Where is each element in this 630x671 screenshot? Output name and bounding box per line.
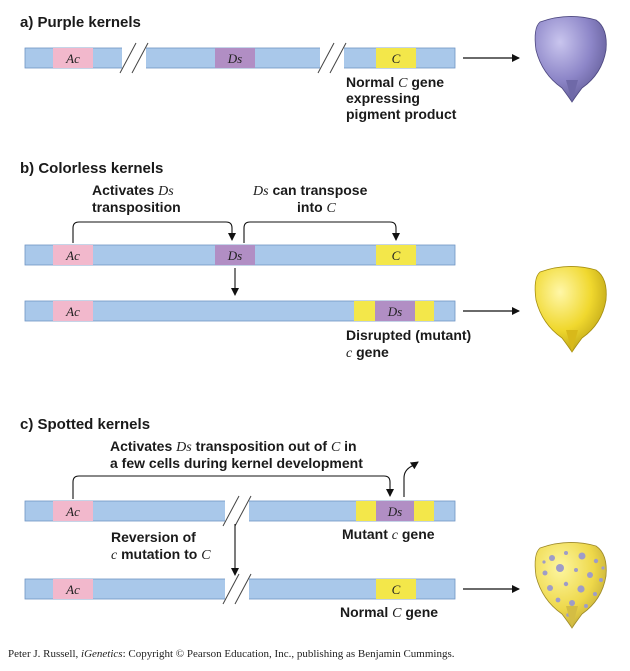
c-label: C [392,582,401,597]
ac-label: Ac [65,582,80,597]
break-gap [122,45,146,71]
expressing-text: expressing [346,90,420,106]
break-mark [222,495,240,527]
few-cells-text: a few cells during kernel development [110,455,363,471]
c-gene [376,245,416,265]
c-gene [376,48,416,68]
transposition-text: transposition [92,199,181,215]
panel-b: b) Colorless kernels Activates Ds transp… [20,160,607,361]
ac-label: Ac [65,304,80,319]
break-mark [234,573,252,605]
dna-strand-b2: Ac Ds [24,300,456,322]
c-label: C [392,51,401,66]
break-gap [320,45,344,71]
ac-label: Ac [65,504,80,519]
mutant-c-text: Mutant c gene [342,526,435,543]
ds-label: Ds [227,248,242,263]
ds-element [215,245,255,265]
dna-strand-c1: Ac Ds [24,495,456,527]
ds-label: Ds [387,304,402,319]
normal-c-gene-text: Normal C gene [340,604,438,621]
ds-can-transpose-text: Ds can transpose [252,182,368,199]
ac-label: Ac [65,248,80,263]
ds-element [375,301,415,321]
activates-out-text: Activates Ds transposition out of C in [110,438,357,455]
panel-a-title: a) Purple kernels [20,14,141,31]
mutant-c-gene-text: c gene [346,344,389,361]
break-mark [222,573,240,605]
panel-c-title: c) Spotted kernels [20,416,150,433]
activation-arrow [72,221,236,243]
ac-element [53,245,93,265]
break-gap [225,576,249,602]
mutation-to-c-text: c mutation to C [111,546,211,563]
dna-bar [24,300,456,322]
dna-strand-a: Ac Ds C [24,42,456,74]
c-gene [376,579,416,599]
ds-element [215,48,255,68]
activates-ds-text: Activates Ds [92,182,174,199]
pigment-spots [542,551,605,617]
copyright-footer: Peter J. Russell, iGenetics: Copyright ©… [8,648,455,660]
reversion-text: Reversion of [111,529,196,545]
ds-label: Ds [227,51,242,66]
normal-c-text: Normal C gene [346,74,444,91]
spotted-kernel-icon [534,542,607,629]
break-gap [225,498,249,524]
dna-strand-b1: Ac Ds C [24,244,456,266]
dna-strand-c2: Ac C [24,573,456,605]
panel-a: a) Purple kernels Ac Ds C Normal C gene … [20,14,607,122]
transpose-arrow [243,221,400,243]
panel-b-title: b) Colorless kernels [20,160,163,177]
purple-kernel-icon [534,16,607,103]
ac-element [53,48,93,68]
activation-arrow [72,475,394,499]
panel-c: c) Spotted kernels Activates Ds transpos… [20,416,607,629]
into-c-text: into C [297,199,337,216]
disrupted-text: Disrupted (mutant) [346,327,471,343]
break-mark [131,42,149,74]
excision-arrow [403,461,419,497]
ac-element [53,579,93,599]
ac-element [53,501,93,521]
ds-label: Ds [387,504,402,519]
pigment-text: pigment product [346,106,457,122]
ac-element [53,301,93,321]
c-label: C [392,248,401,263]
break-mark [329,42,347,74]
ac-label: Ac [65,51,80,66]
break-mark [119,42,137,74]
break-mark [234,495,252,527]
ds-element [376,501,414,521]
break-mark [317,42,335,74]
yellow-kernel-icon [534,266,607,353]
